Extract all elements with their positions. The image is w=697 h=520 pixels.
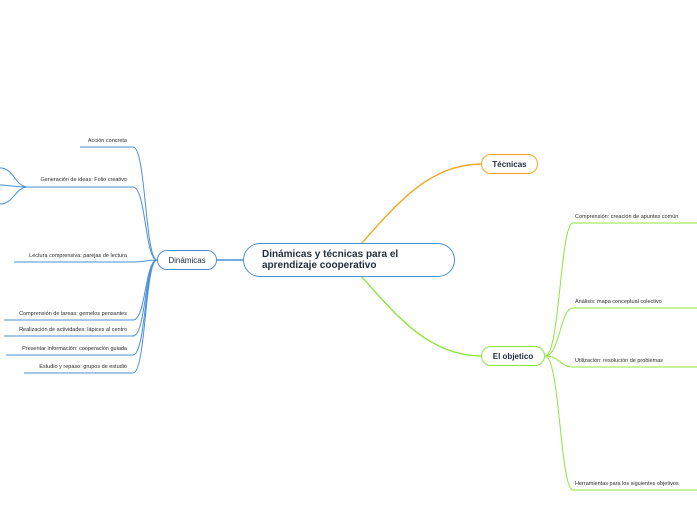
subtopic-comprension-tareas[interactable]: Comprensión de tareas: gemelos pensantes	[19, 311, 127, 317]
objetivo-branches	[544, 222, 697, 491]
subtopic-herramientas[interactable]: Herramientas para los siguientes objetiv…	[575, 481, 679, 487]
central-topic-line1: Dinámicas y técnicas para el	[262, 249, 399, 260]
topic-dinamicas-label: Dinámicas	[168, 255, 206, 265]
topic-dinamicas[interactable]: Dinámicas	[157, 250, 217, 270]
dinamicas-branches	[0, 146, 158, 374]
connector-objetivo	[360, 275, 482, 357]
subtopic-utilizacion-problemas[interactable]: Utilización: resolución de problemas	[575, 358, 664, 364]
subtopic-estudio-repaso[interactable]: Estudio y repaso: grupos de estudio	[39, 364, 127, 370]
subtopic-lectura-comprensiva[interactable]: Lectura comprensiva: parejas de lectura	[29, 253, 127, 259]
subtopic-analisis-mapa[interactable]: Análisis: mapa conceptual colectivo	[575, 299, 662, 305]
subtopic-presentar-informacion[interactable]: Presentar información: cooperación guiad…	[22, 346, 127, 352]
connector-tecnicas	[360, 163, 482, 245]
topic-tecnicas[interactable]: Técnicas	[481, 154, 538, 174]
subtopic-accion-concreta[interactable]: Acción concreta	[87, 138, 127, 144]
central-topic[interactable]: Dinámicas y técnicas para el aprendizaje…	[243, 243, 455, 277]
topic-tecnicas-label: Técnicas	[492, 159, 527, 169]
topic-objetivo-label: El objetico	[492, 351, 534, 361]
subtopic-generacion-ideas[interactable]: Generación de ideas: Folio creativo	[40, 177, 127, 183]
subtopic-realizacion-actividades[interactable]: Realización de actividades: lápices al c…	[19, 327, 127, 333]
subtopic-comprension-apuntes[interactable]: Comprensión: creación de apuntes común	[575, 214, 679, 220]
topic-objetivo[interactable]: El objetico	[481, 346, 545, 366]
central-topic-line2: aprendizaje cooperativo	[262, 260, 377, 271]
